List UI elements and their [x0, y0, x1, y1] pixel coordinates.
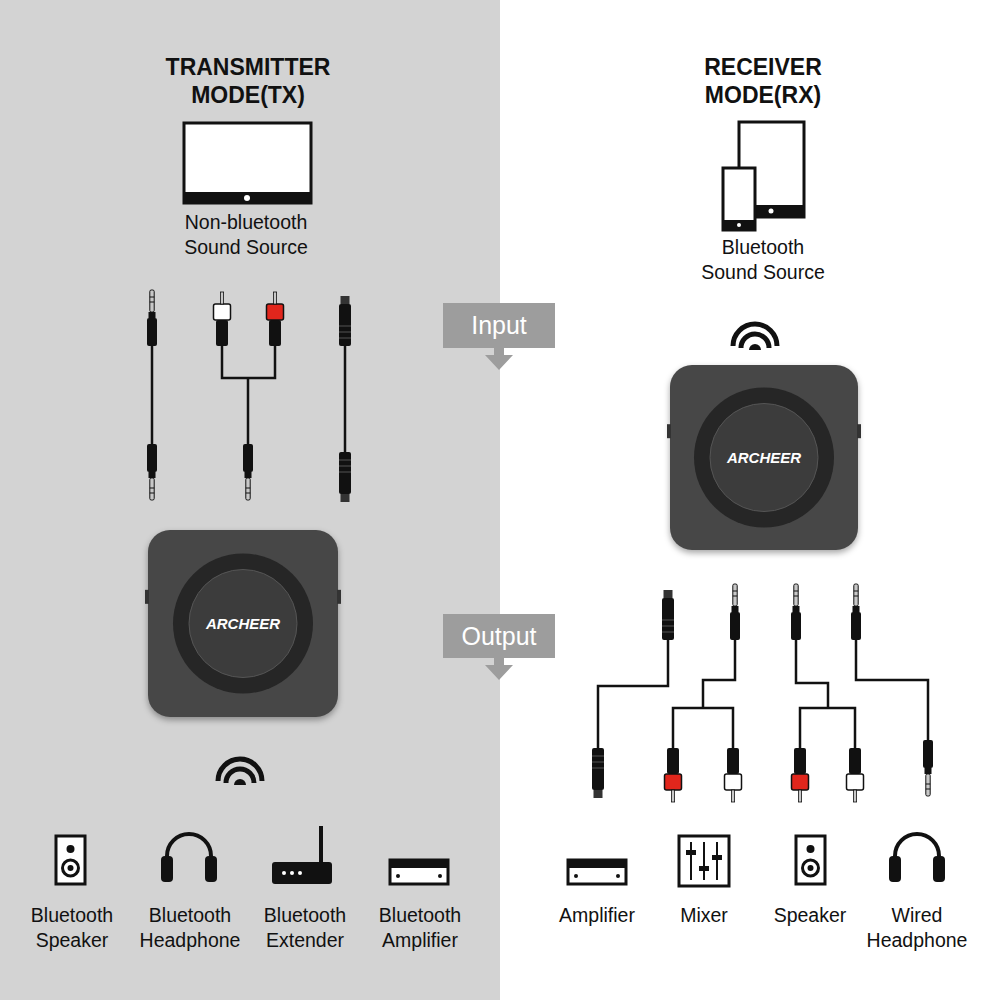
illustration-part — [147, 290, 157, 346]
illustration-part — [272, 862, 332, 884]
illustration-part — [889, 834, 945, 882]
device-nub — [857, 424, 861, 438]
illustration-part — [298, 871, 302, 875]
illustration-part — [218, 759, 262, 785]
icon-label: Bluetooth Extender — [250, 903, 360, 954]
flow-tag: Input — [443, 303, 555, 348]
illustration-part — [923, 740, 933, 796]
icon-label: Speaker — [755, 903, 865, 928]
illustration-part — [56, 836, 85, 884]
flow-arrowhead-shape — [485, 657, 513, 680]
illustration-part — [791, 584, 801, 640]
illustration-part — [723, 220, 755, 230]
illustration-part — [339, 452, 351, 502]
icon-label: Bluetooth Amplifier — [365, 903, 475, 954]
icon-label: Bluetooth Headphone — [135, 903, 245, 954]
illustration-part — [161, 834, 217, 882]
brand-logo: ARCHEER — [670, 448, 858, 468]
illustration-part — [319, 826, 323, 862]
illustration-part — [243, 444, 253, 500]
illustration-part — [691, 842, 717, 880]
illustration-part — [796, 836, 825, 884]
flow-arrowhead — [485, 657, 513, 681]
device-box: ARCHEER — [148, 530, 338, 717]
illustration-part — [723, 168, 755, 230]
flow-tag-text: Input — [443, 303, 555, 348]
illustration-part — [147, 444, 157, 500]
illustration-part — [686, 850, 696, 855]
flow-arrowhead — [485, 347, 513, 371]
illustration-part — [733, 324, 777, 350]
illustration-part — [792, 748, 809, 802]
illustration-part — [737, 223, 741, 227]
illustration-part — [152, 346, 345, 452]
illustration-part — [184, 123, 311, 203]
illustration-part — [339, 296, 351, 346]
illustration-part — [725, 748, 742, 802]
illustration-part — [267, 292, 284, 346]
icon-label: Wired Headphone — [862, 903, 972, 954]
illustration-part — [662, 590, 674, 640]
illustration-part — [290, 871, 294, 875]
device-box: ARCHEER — [670, 365, 858, 550]
illustration-part — [282, 871, 286, 875]
illustration-part — [730, 584, 740, 640]
device-nub — [337, 590, 341, 604]
brand-logo: ARCHEER — [148, 614, 338, 634]
icon-label: Amplifier — [542, 903, 652, 928]
illustration-part — [712, 855, 722, 860]
illustration-part — [769, 209, 774, 214]
illustration-part — [847, 748, 864, 802]
icon-label: Bluetooth Sound Source — [696, 235, 831, 286]
illustration-part — [390, 860, 448, 884]
illustration-part — [699, 866, 709, 871]
illustration-part — [592, 748, 604, 798]
mode-title: RECEIVER MODE(RX) — [663, 54, 863, 109]
illustration-part — [851, 584, 861, 640]
illustration-part — [665, 748, 682, 802]
icon-label: Non-bluetooth Sound Source — [179, 210, 314, 261]
illustration-part — [679, 836, 729, 886]
illustration-part — [0, 0, 500, 1000]
illustration-part — [214, 292, 231, 346]
illustration-part — [568, 860, 626, 884]
illustration-part — [244, 195, 250, 201]
illustration-part — [598, 640, 928, 748]
mode-title: TRANSMITTER MODE(TX) — [138, 54, 358, 109]
illustration-part — [184, 192, 311, 204]
flow-tag-text: Output — [443, 614, 555, 658]
device-nub — [145, 590, 149, 604]
icon-label: Mixer — [649, 903, 759, 928]
device-nub — [667, 424, 671, 438]
icon-label: Bluetooth Speaker — [17, 903, 127, 954]
flow-tag: Output — [443, 614, 555, 658]
flow-arrowhead-shape — [485, 347, 513, 370]
